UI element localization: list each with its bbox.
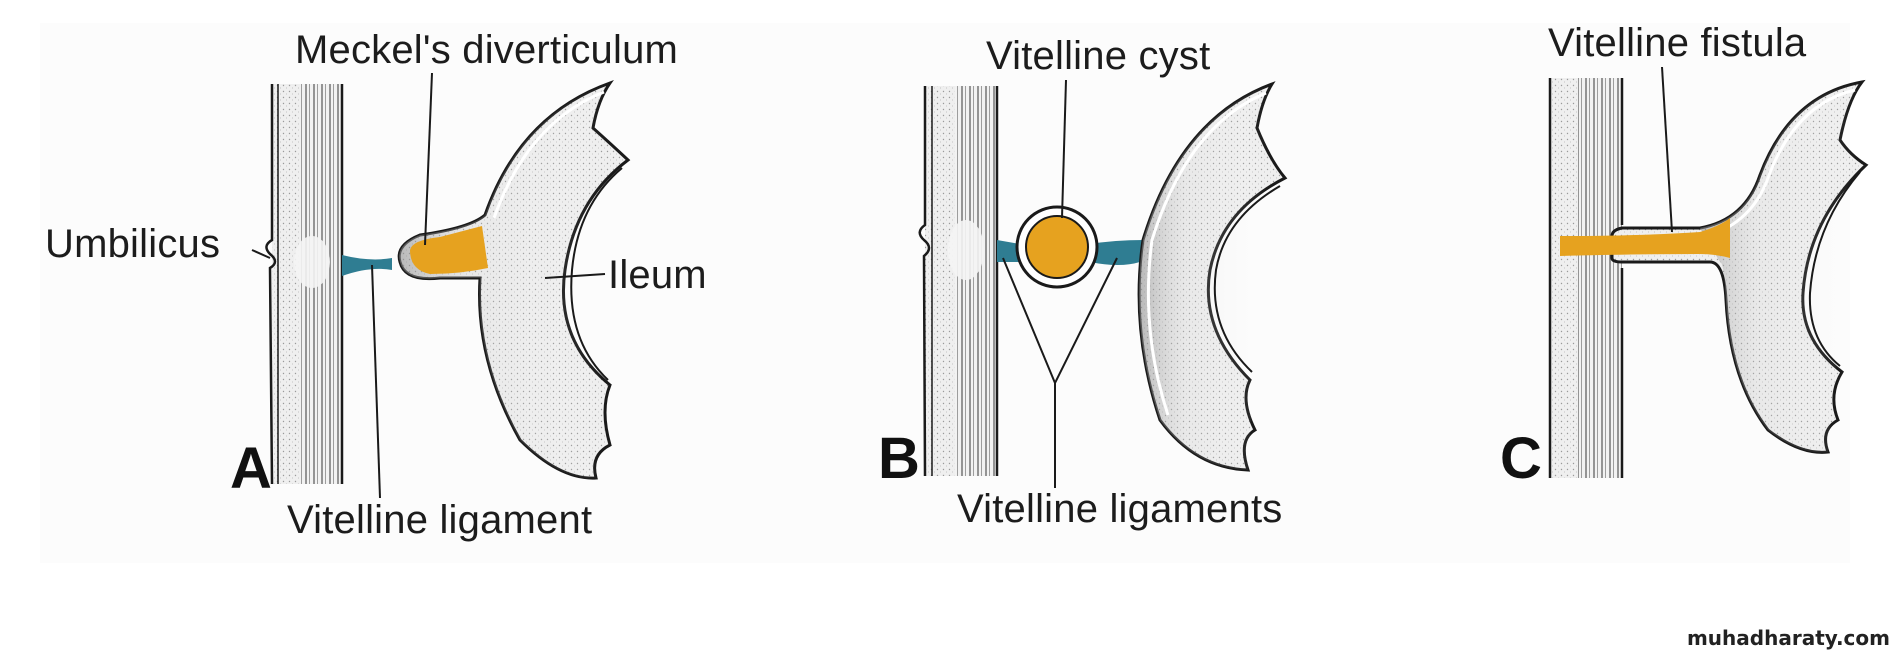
panel-a — [251, 72, 631, 499]
label-vitelline-cyst: Vitelline cyst — [986, 34, 1211, 78]
label-umbilicus: Umbilicus — [45, 222, 221, 266]
vitelline-cyst — [1015, 205, 1099, 289]
label-ileum: Ileum — [608, 253, 707, 297]
panel-b — [918, 79, 1288, 488]
ileum-c — [1610, 79, 1869, 454]
diverticulum-contents — [410, 226, 488, 274]
vitelline-ligament-a — [342, 255, 392, 276]
watermark: muhadharaty.com — [1686, 626, 1890, 650]
panel-letter-b: B — [878, 426, 920, 491]
ileum-b — [1137, 81, 1288, 472]
label-vitelline-ligaments: Vitelline ligaments — [957, 487, 1283, 531]
panel-letter-a: A — [230, 436, 272, 501]
abdominal-wall-a — [265, 84, 344, 485]
leader-vitelline-ligament — [371, 264, 381, 499]
label-vitelline-fistula: Vitelline fistula — [1548, 21, 1807, 65]
leader-vitelline-cyst — [1061, 79, 1067, 219]
ileum-a — [397, 80, 631, 480]
label-meckels-diverticulum: Meckel's diverticulum — [295, 28, 679, 72]
abdominal-wall-b — [918, 86, 999, 477]
leader-meckel — [424, 72, 433, 246]
panel-c — [1548, 66, 1869, 478]
panel-letter-c: C — [1500, 426, 1542, 491]
vitelline-ligament-b-right — [1090, 240, 1145, 265]
abdominal-wall-c — [1548, 78, 1624, 478]
vitelline-ligament-b-left — [997, 240, 1020, 262]
leader-umbilicus — [251, 249, 271, 259]
label-vitelline-ligament: Vitelline ligament — [287, 498, 593, 542]
leader-vitelline-fistula — [1661, 66, 1673, 233]
fistula-contents — [1560, 218, 1730, 258]
leader-ileum — [544, 273, 606, 279]
